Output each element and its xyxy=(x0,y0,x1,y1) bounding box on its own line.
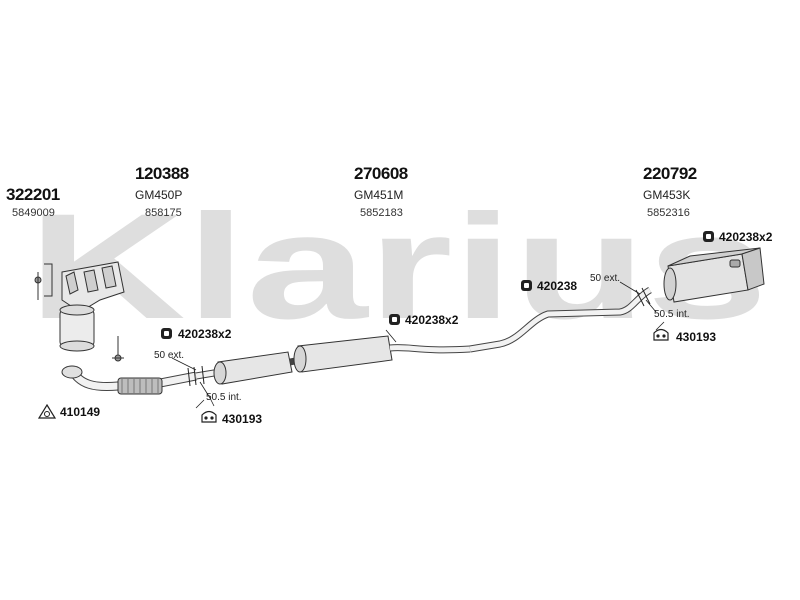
hanger-label-a: 430193 xyxy=(222,412,263,426)
leader-lines xyxy=(171,281,665,409)
middle-silencer-part xyxy=(195,335,471,385)
note-int-b: 50.5 int. xyxy=(654,309,690,320)
part-number-120388: 120388 xyxy=(135,164,189,183)
part-number-270608: 270608 xyxy=(354,164,408,183)
manifold-catalyst-part xyxy=(34,261,125,352)
part-number-220792: 220792 xyxy=(643,164,697,183)
clamp-icon xyxy=(520,279,533,297)
clamp-label-d: 420238x2 xyxy=(719,230,773,244)
svg-text:Klarius: Klarius xyxy=(28,210,768,330)
front-pipe-part xyxy=(61,336,197,395)
clamp-label-b: 420238x2 xyxy=(405,313,459,327)
clamp-icon xyxy=(160,327,173,345)
note-int-a: 50.5 int. xyxy=(206,392,242,403)
note-ext-a: 50 ext. xyxy=(154,350,185,361)
part-number-322201: 322201 xyxy=(6,185,60,204)
part-code-5852316: 5852316 xyxy=(647,207,690,219)
gasket-label: 410149 xyxy=(60,405,101,419)
clamp-icon xyxy=(702,230,715,248)
klarius-watermark: Klarius xyxy=(28,210,768,330)
rubber-hanger-icon xyxy=(652,328,670,347)
part-code-858175: 858175 xyxy=(145,207,182,219)
rear-silencer-part xyxy=(469,247,765,353)
part-ref-gm453k: GM453K xyxy=(643,188,691,202)
part-ref-gm451m: GM451M xyxy=(354,188,404,202)
part-ref-gm450p: GM450P xyxy=(135,188,183,202)
part-code-5849009: 5849009 xyxy=(12,207,55,219)
clamp-icon xyxy=(388,313,401,331)
part-code-5852183: 5852183 xyxy=(360,207,403,219)
gasket-icon xyxy=(37,403,57,425)
hanger-label-b: 430193 xyxy=(676,330,717,344)
clamp-label-a: 420238x2 xyxy=(178,327,232,341)
clamp-label-c: 420238 xyxy=(537,279,578,293)
rubber-hanger-icon xyxy=(200,410,218,429)
note-ext-b: 50 ext. xyxy=(590,273,621,284)
